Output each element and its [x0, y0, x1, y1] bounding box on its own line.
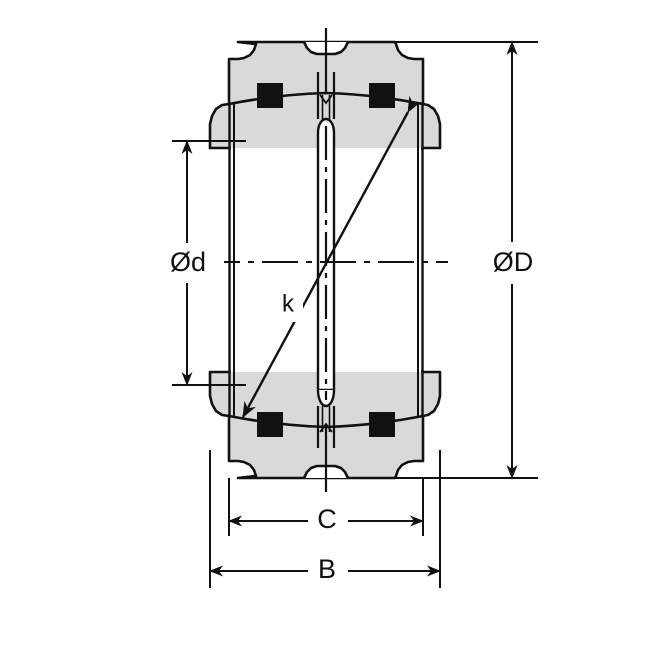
label-spherical-k: k	[282, 290, 295, 317]
dimension-spherical-k: k	[241, 95, 421, 418]
dimension-inner-diameter: Ød	[152, 140, 246, 386]
label-backdrop-b	[308, 552, 348, 590]
dimension-line-k	[241, 95, 421, 418]
dimension-inner-width: C	[228, 478, 424, 540]
label-backdrop-outer-dia	[476, 242, 550, 284]
seal-pocket-bottom-left	[257, 412, 283, 437]
dimension-outer-width: B	[209, 450, 441, 590]
label-inner-diameter: Ød	[170, 247, 206, 277]
label-outer-diameter: ØD	[493, 247, 534, 277]
label-backdrop-inner-dia	[152, 243, 224, 283]
dimension-outer-diameter: ØD	[392, 41, 550, 479]
label-backdrop-c	[308, 502, 348, 540]
seal-pocket-top-right	[369, 83, 395, 108]
label-inner-width: C	[317, 504, 337, 534]
seal-pocket-bottom-right	[369, 412, 395, 437]
seal-pocket-top-left	[257, 83, 283, 108]
label-outer-width: B	[318, 554, 336, 584]
bearing-body-group	[204, 28, 448, 492]
label-backdrop-k	[273, 286, 303, 322]
